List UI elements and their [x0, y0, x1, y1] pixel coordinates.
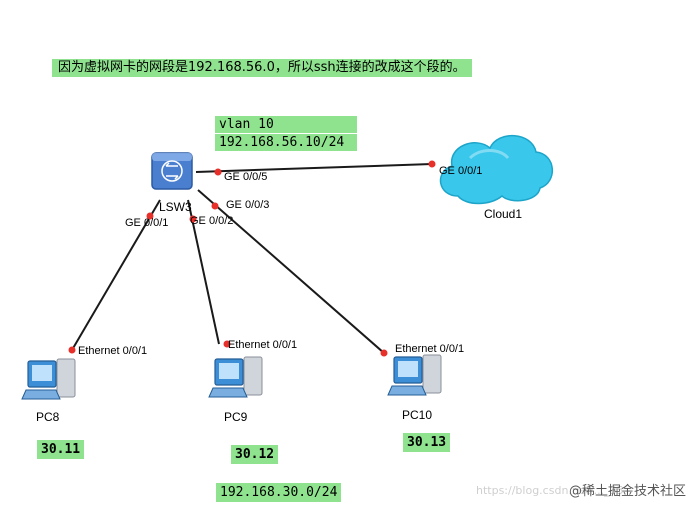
port-dot-sw-ge001 — [146, 212, 154, 220]
switch-name: LSW3 — [159, 200, 192, 214]
port-label-sw-ge002: GE 0/0/2 — [190, 215, 234, 227]
note-banner: 因为虚拟网卡的网段是192.168.56.0，所以ssh连接的改成这个段的。 — [52, 59, 472, 77]
link-sw-pc10 — [197, 189, 385, 354]
port-label-sw-ge005: GE 0/0/5 — [224, 171, 268, 183]
pc8-name: PC8 — [36, 410, 60, 424]
port-label-pc9: Ethernet 0/0/1 — [228, 339, 298, 351]
pc10-ip: 30.13 — [403, 433, 451, 452]
link-sw-pc8 — [71, 199, 161, 351]
port-dot-pc8 — [68, 346, 76, 354]
pc9-name: PC9 — [224, 410, 248, 424]
port-dot-sw-ge002 — [189, 215, 197, 223]
port-dot-sw-ge005 — [214, 168, 222, 176]
port-label-sw-ge001: GE 0/0/1 — [125, 217, 169, 229]
pc9-icon — [208, 356, 263, 398]
pc10-icon — [387, 354, 442, 396]
watermark: @稀土掘金技术社区 — [568, 484, 686, 499]
port-dot-pc10 — [380, 349, 388, 357]
vlan-label: vlan 10 — [215, 116, 357, 133]
link-sw-cloud — [195, 163, 433, 173]
port-label-pc8: Ethernet 0/0/1 — [78, 345, 148, 357]
link-sw-pc9 — [187, 199, 220, 345]
pc8-icon — [21, 358, 76, 400]
pc10-name: PC10 — [402, 408, 433, 422]
cloud-icon — [439, 134, 554, 205]
port-dot-cloud-ge001 — [428, 160, 436, 168]
port-label-sw-ge003: GE 0/0/3 — [226, 199, 270, 211]
watermark-url: https://blog.csdn.net/..._35 — [476, 484, 624, 497]
cloud-name: Cloud1 — [484, 207, 523, 221]
port-dot-sw-ge003 — [211, 202, 219, 210]
port-label-cloud-ge001: GE 0/0/1 — [439, 165, 483, 177]
port-dot-pc9 — [223, 340, 231, 348]
vlan-ip: 192.168.56.10/24 — [215, 134, 357, 151]
pc9-ip: 30.12 — [231, 445, 279, 464]
subnet-label: 192.168.30.0/24 — [216, 483, 342, 502]
pc8-ip: 30.11 — [37, 440, 85, 459]
port-label-pc10: Ethernet 0/0/1 — [395, 343, 465, 355]
switch-icon — [151, 152, 193, 190]
